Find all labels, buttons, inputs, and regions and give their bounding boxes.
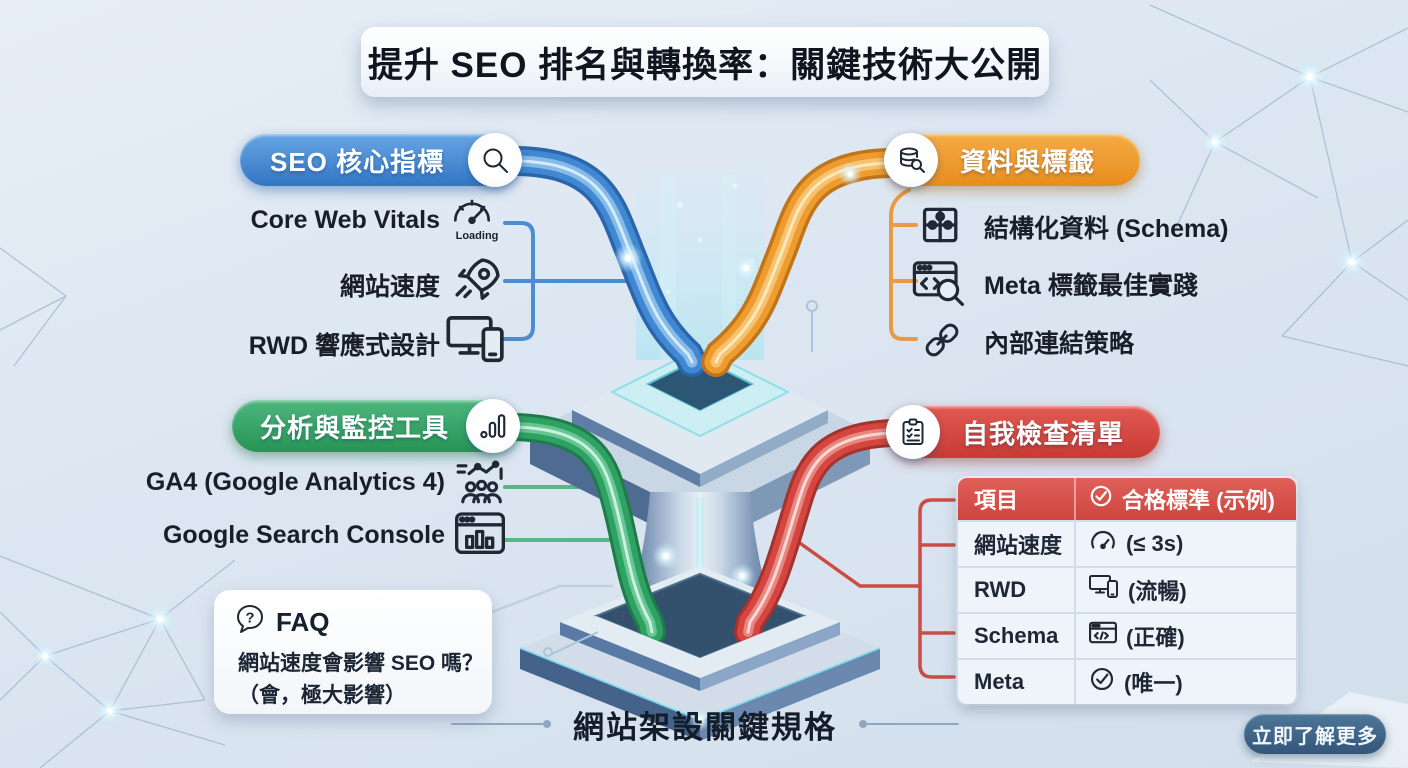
- table-header: 項目 合格標準 (示例): [958, 478, 1296, 520]
- item-site-speed: 網站速度: [339, 273, 440, 301]
- page-title: 提升 SEO 排名與轉換率：關鍵技術大公開: [361, 27, 1049, 97]
- faq-answer: （會，極大影響）: [238, 684, 406, 707]
- item-search-console: Google Search Console: [162, 521, 445, 549]
- question-bubble-icon: ?: [234, 603, 266, 642]
- table-header-criteria: 合格標準 (示例): [1074, 478, 1296, 520]
- branch-pill-analytics-tools-label: 分析與監控工具: [260, 412, 450, 443]
- table-header-item: 項目: [974, 488, 1019, 513]
- database-search-icon: [884, 133, 938, 187]
- check-icon: [1089, 666, 1115, 698]
- gauge-loading-icon: Loading: [448, 195, 506, 242]
- item-meta-tags: Meta 標籤最佳實踐: [984, 272, 1198, 300]
- orange-branch-connector: [889, 188, 918, 341]
- branch-pill-self-check-label: 自我檢查清單: [962, 418, 1125, 449]
- bottom-caption: 網站架設關鍵規格: [573, 710, 837, 745]
- item-internal-links: 內部連結策略: [984, 330, 1135, 358]
- meta-browser-search-icon: [912, 258, 968, 311]
- check-circle-icon: [1089, 484, 1113, 514]
- faq-title: FAQ: [276, 607, 330, 637]
- item-schema: 結構化資料 (Schema): [984, 215, 1229, 243]
- pipe-sparkles: [613, 162, 862, 731]
- red-pipe: [734, 419, 906, 646]
- faq-title-row: ? FAQ: [234, 603, 329, 642]
- puzzle-icon: [918, 202, 964, 253]
- question-mark-glyph: ?: [245, 610, 254, 627]
- checklist-icon: [886, 405, 940, 459]
- branch-pill-self-check: 自我檢查清單: [886, 405, 1160, 459]
- branch-pill-data-tags-label: 資料與標籤: [960, 146, 1096, 177]
- table-row: RWD (流暢): [958, 566, 1296, 612]
- glow-nodes: [31, 59, 1368, 726]
- devices-icon: [1089, 575, 1119, 605]
- bar-chart-icon: [466, 399, 520, 453]
- branch-pill-data-tags: 資料與標籤: [884, 133, 1140, 187]
- branch-pill-seo-metrics-label: SEO 核心指標: [270, 146, 445, 177]
- faq-question: 網站速度會影響 SEO 嗎？: [238, 652, 484, 675]
- item-ga4: GA4 (Google Analytics 4): [145, 468, 445, 496]
- constellation-pattern: [0, 4, 1408, 768]
- table-row: Schema (正確): [958, 612, 1296, 658]
- table-row: Meta (唯一): [958, 658, 1296, 704]
- branch-pill-seo-metrics: SEO 核心指標: [240, 133, 522, 187]
- item-rwd: RWD 響應式設計: [248, 332, 440, 360]
- red-branch-connector: [788, 498, 956, 679]
- faq-connector: [490, 584, 614, 614]
- gauge-caption: Loading: [455, 230, 499, 242]
- console-chart-icon: [455, 512, 505, 561]
- table-row: 網站速度 (≤ 3s): [958, 520, 1296, 566]
- link-icon: [918, 318, 966, 367]
- green-pipe: [500, 413, 666, 646]
- gauge-icon: [1089, 530, 1117, 558]
- learn-more-button[interactable]: 立即了解更多: [1244, 714, 1386, 754]
- circuit-decoration: [543, 300, 818, 657]
- orange-pipe: [701, 148, 903, 377]
- devices-icon: [446, 316, 506, 369]
- rocket-icon: [452, 254, 504, 311]
- blue-branch-connector: [503, 221, 638, 341]
- magnifier-icon: [468, 133, 522, 187]
- branch-pill-analytics-tools: 分析與監控工具: [232, 399, 520, 453]
- faq-box: ? FAQ 網站速度會影響 SEO 嗎？ （會，極大影響）: [214, 590, 492, 714]
- audience-analytics-icon: [455, 458, 505, 513]
- code-browser-icon: [1089, 621, 1117, 651]
- item-core-web-vitals: Core Web Vitals: [250, 206, 440, 234]
- self-check-table: 項目 合格標準 (示例) 網站速度 (≤ 3s) RWD: [958, 478, 1296, 704]
